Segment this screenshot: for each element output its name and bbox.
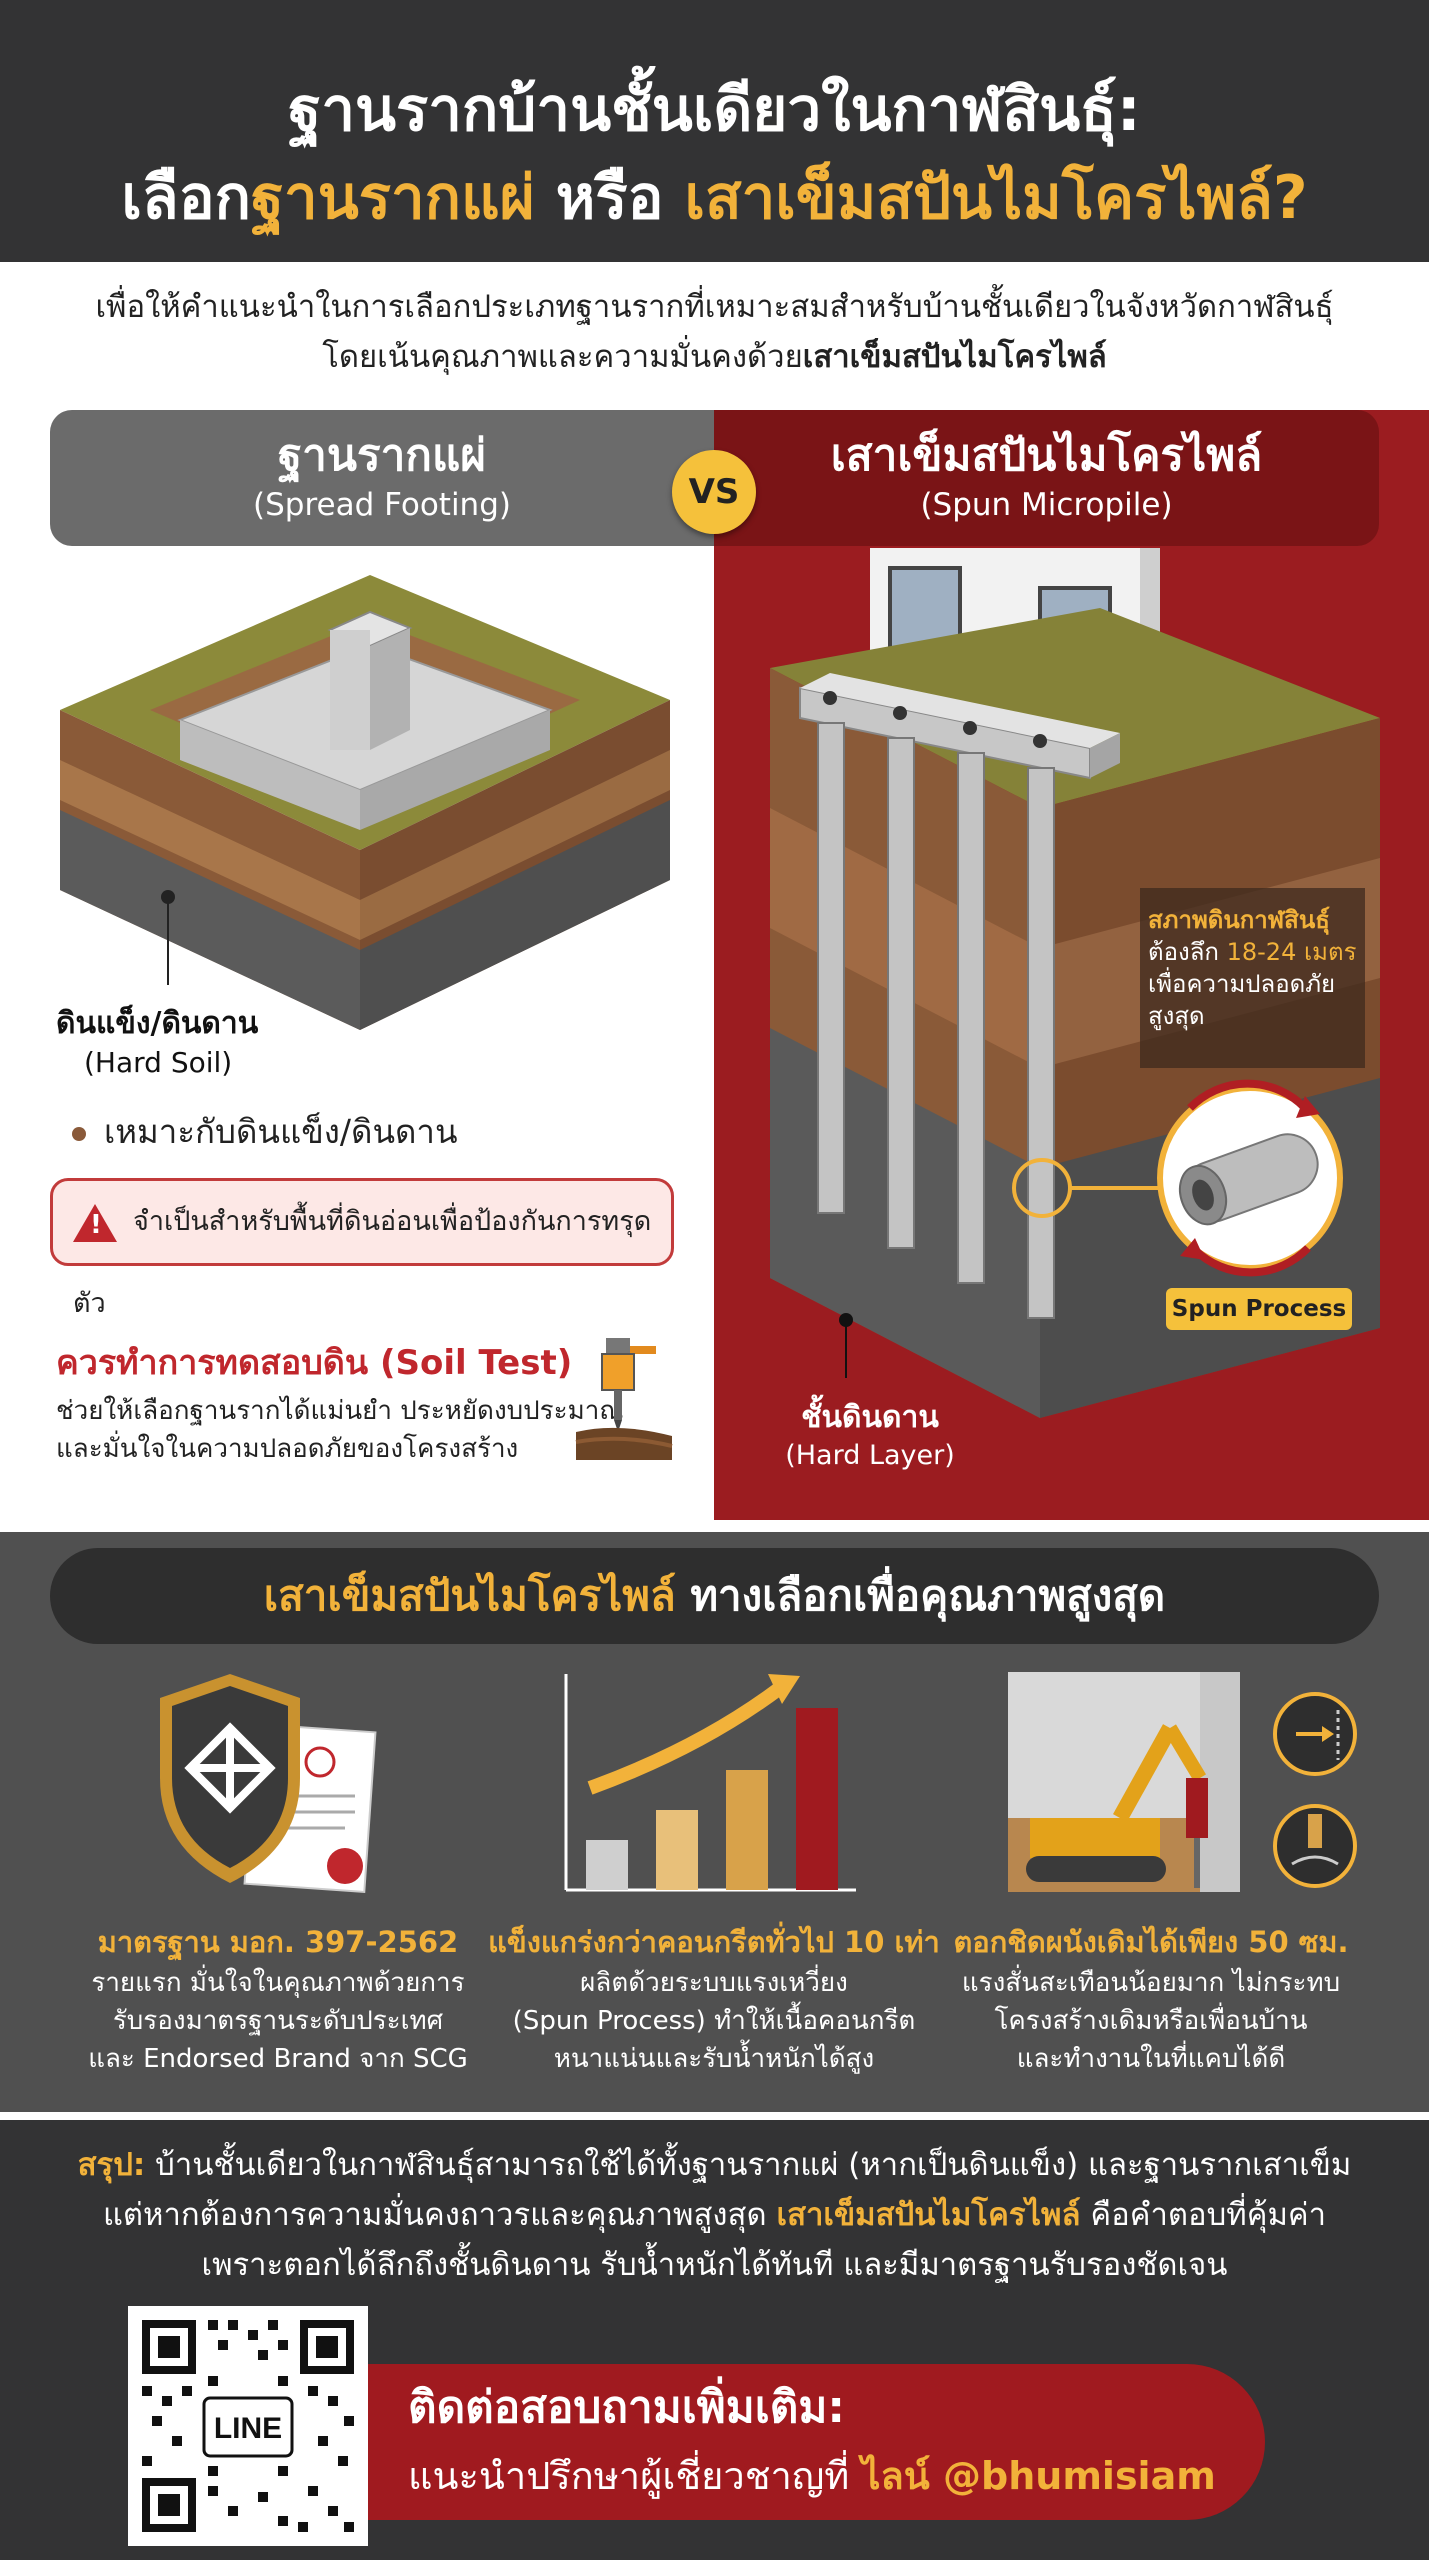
intro-line2-bold: เสาเข็มสปันไมโครไพล์ (802, 339, 1107, 375)
micropile-tab: เสาเข็มสปันไมโครไพล์ (Spun Micropile) (714, 410, 1379, 546)
feature-1-title: มาตรฐาน มอก. 397-2562 (97, 1925, 459, 1959)
feature-3-line: แรงสั่นสะเทือนน้อยมาก ไม่กระทบ (961, 1968, 1341, 1998)
feature-3-line: โครงสร้างเดิมหรือเพื่อนบ้าน (994, 2006, 1308, 2036)
summary-label: สรุป: (77, 2147, 146, 2183)
contact-desc-pre: แนะนำปรึกษาผู้เชี่ยวชาญที่ (408, 2454, 862, 2498)
kalasin-soil-callout: สภาพดินกาฬสินธุ์ ต้องลึก 18-24 เมตร เพื่… (1148, 904, 1368, 1032)
feature-3-line: และทำงานในที่แคบได้ดี (1016, 2044, 1286, 2074)
feature-1-line: รายแรก มั่นใจในคุณภาพด้วยการ (91, 1968, 465, 1998)
spread-footing-illustration (60, 575, 670, 1030)
pile-driver-machine-icon (1008, 1672, 1357, 1892)
hard-soil-label-en: (Hard Soil) (84, 1046, 233, 1079)
spread-footing-tab: ฐานรากแผ่ (Spread Footing) (50, 410, 714, 546)
summary-line-3: เพราะตอกได้ลึกถึงชั้นดินดาน รับน้ำหนักได… (201, 2247, 1228, 2283)
qr-code-icon: LINE (128, 2306, 368, 2546)
line-qr-code[interactable]: LINE (128, 2306, 368, 2546)
hard-layer-label: ชั้นดินดาน (Hard Layer) (770, 1398, 970, 1474)
feature-2-line: (Spun Process) ทำให้เนื้อคอนกรีต (512, 2006, 916, 2036)
line-id-link[interactable]: ไลน์ @bhumisiam (861, 2454, 1216, 2498)
summary-line-2: แต่หากต้องการความมั่นคงถาวรและคุณภาพสูงส… (0, 2190, 1429, 2240)
intro-line2-pre: โดยเน้นคุณภาพและความมั่นคงด้วย (322, 339, 803, 375)
micropile-subtitle: (Spun Micropile) (920, 487, 1173, 523)
spread-footing-bullet-text: เหมาะกับดินแข็ง/ดินดาน (104, 1112, 458, 1151)
title-highlight-micropile: เสาเข็มสปันไมโครไพล์? (684, 163, 1308, 233)
summary-line1-text: บ้านชั้นเดียวในกาฬสินธุ์สามารถใช้ได้ทั้ง… (145, 2147, 1352, 2183)
qr-line-label: LINE (214, 2412, 282, 2445)
strength-bar-chart-icon (564, 1674, 856, 1892)
summary-line2-pre: แต่หากต้องการความมั่นคงถาวรและคุณภาพสูงส… (102, 2197, 777, 2233)
summary-line2-post: คือคำตอบที่คุ้มค่า (1080, 2197, 1327, 2233)
soil-test-line-1: ช่วยให้เลือกฐานรากได้แม่นยำ ประหยัดงบประ… (56, 1396, 624, 1426)
kalasin-soil-depth: ต้องลึก 18-24 เมตร (1148, 936, 1368, 968)
feature-2-description: ผลิตด้วยระบบแรงเหวี่ยง (Spun Process) ทำ… (476, 1964, 952, 2078)
summary-text: สรุป: บ้านชั้นเดียวในกาฬสินธุ์สามารถใช้ไ… (0, 2140, 1429, 2290)
summary-line2-highlight: เสาเข็มสปันไมโครไพล์ (776, 2197, 1081, 2233)
feature-3-description: แรงสั่นสะเทือนน้อยมาก ไม่กระทบ โครงสร้าง… (913, 1964, 1389, 2078)
feature-2-line: ผลิตด้วยระบบแรงเหวี่ยง (580, 1968, 848, 1998)
kalasin-safety-line-2: สูงสุด (1148, 1002, 1205, 1030)
micropile-illustration (770, 548, 1380, 1418)
title-line-2: เลือกฐานรากแผ่ หรือ เสาเข็มสปันไมโครไพล์… (0, 158, 1429, 238)
micropile-title: เสาเข็มสปันไมโครไพล์ (830, 430, 1263, 481)
kalasin-soil-title: สภาพดินกาฬสินธุ์ (1148, 906, 1330, 934)
feature-1-line: และ Endorsed Brand จาก SCG (88, 2044, 468, 2074)
intro-text: เพื่อให้คำแนะนำในการเลือกประเภทฐานรากที่… (0, 282, 1429, 382)
spun-process-label: Spun Process (1166, 1288, 1352, 1330)
title-line2-mid: หรือ (534, 163, 685, 233)
features-heading-gold: เสาเข็มสปันไมโครไพล์ (263, 1571, 676, 1620)
intro-line-2: โดยเน้นคุณภาพและความมั่นคงด้วยเสาเข็มสปั… (0, 332, 1429, 382)
warning-icon: ! (73, 1203, 117, 1242)
feature-2-title: แข็งแกร่งกว่าคอนกรีตทั่วไป 10 เท่า (488, 1925, 940, 1959)
soil-drill-icon (575, 1338, 673, 1460)
feature-1-description: รายแรก มั่นใจในคุณภาพด้วยการ รับรองมาตรฐ… (40, 1964, 516, 2078)
title-line2-pre: เลือก (121, 163, 251, 233)
certified-shield-icon (160, 1674, 377, 1894)
contact-banner (360, 2364, 1265, 2520)
summary-line-1: สรุป: บ้านชั้นเดียวในกาฬสินธุ์สามารถใช้ไ… (0, 2140, 1429, 2190)
feature-2-line: หนาแน่นและรับน้ำหนักได้สูง (553, 2044, 875, 2074)
title-highlight-spread: ฐานรากแผ่ (250, 163, 535, 233)
bullet-dot-icon (72, 1126, 86, 1141)
hard-layer-text-en: (Hard Layer) (785, 1440, 955, 1471)
soft-soil-warning: !จำเป็นสำหรับพื้นที่ดินอ่อนเพื่อป้องกันก… (50, 1178, 674, 1319)
soil-test-line-2: และมั่นใจในความปลอดภัยของโครงสร้าง (56, 1434, 519, 1464)
features-heading: เสาเข็มสปันไมโครไพล์ ทางเลือกเพื่อคุณภาพ… (50, 1548, 1379, 1644)
soil-test-title: ควรทำการทดสอบดิน (Soil Test) (56, 1343, 573, 1383)
feature-1-line: รับรองมาตรฐานระดับประเทศ (112, 2006, 444, 2036)
feature-3-title: ตอกชิดผนังเดิมได้เพียง 50 ซม. (953, 1925, 1349, 1959)
contact-description[interactable]: แนะนำปรึกษาผู้เชี่ยวชาญที่ ไลน์ @bhumisi… (408, 2450, 1216, 2502)
hard-soil-label: ดินแข็ง/ดินดาน (56, 1006, 259, 1041)
kalasin-depth-pre: ต้องลึก (1148, 938, 1227, 966)
hard-layer-text: ชั้นดินดาน (801, 1400, 939, 1435)
title-line-1: ฐานรากบ้านชั้นเดียวในกาฬสินธุ์: (288, 75, 1141, 145)
vs-badge: VS (672, 450, 756, 534)
soft-soil-warning-text: จำเป็นสำหรับพื้นที่ดินอ่อนเพื่อป้องกันกา… (73, 1206, 652, 1319)
features-heading-rest: ทางเลือกเพื่อคุณภาพสูงสุด (675, 1571, 1166, 1620)
soil-test-description: ช่วยให้เลือกฐานรากได้แม่นยำ ประหยัดงบประ… (56, 1392, 623, 1468)
kalasin-depth-value: 18-24 เมตร (1226, 938, 1357, 966)
spread-footing-subtitle: (Spread Footing) (253, 487, 511, 523)
intro-line-1: เพื่อให้คำแนะนำในการเลือกประเภทฐานรากที่… (95, 289, 1334, 325)
header-banner (0, 0, 1429, 262)
spread-footing-title: ฐานรากแผ่ (277, 430, 487, 481)
contact-title: ติดต่อสอบถามเพิ่มเติม: (408, 2382, 845, 2433)
kalasin-safety-line: เพื่อความปลอดภัย (1148, 970, 1336, 998)
spread-footing-bullet: เหมาะกับดินแข็ง/ดินดาน (72, 1110, 458, 1154)
